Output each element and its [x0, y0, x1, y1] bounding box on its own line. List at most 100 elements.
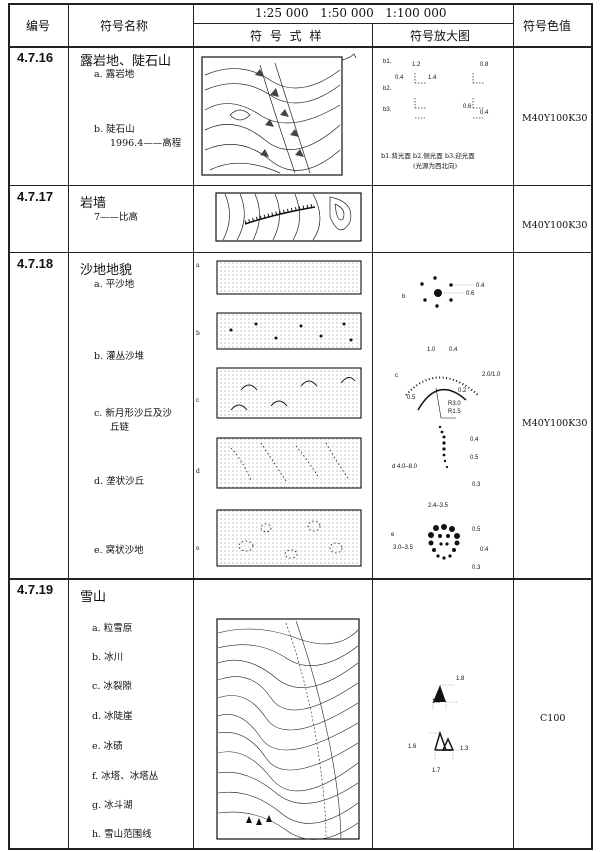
sample-letter: b	[196, 330, 200, 337]
table-border-top	[8, 3, 593, 5]
row-title: 雪山	[80, 590, 107, 605]
col-divider	[68, 3, 69, 850]
color-value: C100	[540, 713, 566, 724]
enlarged-label: b	[402, 294, 406, 300]
row-number: 4.7.19	[17, 582, 54, 597]
row-item: f. 冰塔、冰塔丛	[92, 771, 159, 782]
header-scales: 1:25 000 1:50 000 1:100 000	[255, 6, 447, 20]
enlarged-label: R3.0	[448, 401, 461, 407]
enlarged-label: 0.4	[449, 347, 458, 353]
rock-outcrop-sample-map	[201, 53, 357, 176]
enlarged-label: 1.6	[408, 744, 417, 750]
snow-enlarged-symbols	[430, 684, 461, 760]
enlarged-label: e	[391, 532, 395, 538]
rock-enlarged-symbols	[414, 73, 485, 119]
header-enlarged: 符号放大图	[410, 29, 471, 43]
row-item: a. 露岩地	[94, 69, 135, 80]
enlarged-label: 3.0–3.5	[393, 545, 414, 551]
enlarged-label: 0.5	[472, 527, 481, 533]
header-color: 符号色值	[523, 19, 572, 33]
table-border-bottom	[8, 848, 593, 850]
enlarged-label: 0.4	[480, 547, 489, 553]
sand-enlarged-symbols	[405, 276, 479, 560]
row-number: 4.7.17	[17, 189, 54, 204]
row-title: 露岩地、陡石山	[80, 54, 172, 69]
row-item: a. 平沙地	[94, 279, 135, 290]
row-divider	[8, 46, 593, 48]
table-border-right	[591, 3, 593, 850]
header-sample: 符 号 式 样	[250, 29, 324, 43]
enlarged-note: (光源为西北向)	[413, 162, 458, 170]
ridge-dune-sample	[216, 437, 362, 489]
row-divider	[8, 578, 593, 580]
row-item: b. 灌丛沙堆	[94, 351, 145, 362]
col-divider	[513, 3, 514, 850]
enlarged-label: 0.4	[470, 437, 479, 443]
enlarged-label: d 4.0–8.0	[392, 464, 418, 470]
shrub-sand-mound-sample	[216, 312, 362, 350]
row-item: d. 冰陡崖	[92, 711, 133, 722]
enlarged-label: 0.5	[407, 395, 416, 401]
row-title: 岩墙	[80, 196, 107, 211]
row-item: c. 冰裂隙	[92, 681, 132, 692]
row-item: 7——比高	[94, 212, 139, 223]
sand-landform-samples	[216, 260, 362, 567]
row-number: 4.7.18	[17, 256, 54, 271]
enlarged-label: 0.3	[472, 565, 481, 571]
col-divider	[193, 3, 194, 850]
row-title: 沙地地貌	[80, 263, 133, 278]
row-item: b. 冰川	[92, 652, 124, 663]
color-value: M40Y100K30	[522, 220, 588, 231]
enlarged-label: 1.0	[427, 347, 436, 353]
row-item: g. 冰斗湖	[92, 800, 133, 811]
row-item: e. 冰碛	[92, 741, 123, 752]
enlarged-label: 1.3	[460, 746, 469, 752]
enlarged-label: 1.8	[456, 676, 465, 682]
enlarged-label: b1.	[383, 59, 392, 65]
row-item: h. 雪山范围线	[92, 829, 152, 840]
enlarged-label: b2.	[383, 86, 392, 92]
col-divider	[372, 23, 373, 850]
sample-letter: d	[196, 468, 200, 475]
row-item: 丘链	[110, 422, 130, 433]
enlarged-label: 1.0	[432, 699, 441, 705]
row-item: b. 陡石山	[94, 124, 135, 135]
enlarged-label: c	[395, 373, 398, 379]
flat-sand-sample	[216, 260, 362, 295]
enlarged-label: 0.4	[395, 75, 404, 81]
row-divider	[8, 185, 593, 186]
honeycomb-sand-sample	[216, 509, 362, 567]
sample-letter: c	[196, 397, 200, 404]
enlarged-label: 1.2	[412, 62, 421, 68]
enlarged-label: 0.4	[476, 283, 485, 289]
rock-wall-sample-map	[215, 192, 362, 242]
enlarged-label: b3.	[383, 107, 392, 113]
enlarged-label: 0.4	[480, 110, 489, 116]
row-divider	[193, 23, 513, 24]
snow-mountain-sample-map	[216, 618, 360, 840]
enlarged-label: 0.2	[458, 388, 467, 394]
enlarged-label: 1.7	[432, 768, 441, 774]
row-item: a. 粒雪原	[92, 623, 133, 634]
enlarged-label: 0.3	[472, 482, 481, 488]
enlarged-label: 0.6	[463, 104, 472, 110]
sample-letter: a	[196, 262, 200, 269]
row-number: 4.7.16	[17, 50, 54, 65]
enlarged-caption: b1.背光面 b2.侧光面 b3.迎光面	[381, 152, 475, 160]
enlarged-label: 0.6	[466, 291, 475, 297]
row-item: c. 新月形沙丘及沙	[94, 408, 172, 419]
header-number: 编号	[26, 19, 51, 33]
sample-letter: e	[196, 545, 200, 552]
crescent-dune-sample	[216, 367, 362, 419]
enlarged-label: 0.8	[480, 62, 489, 68]
enlarged-label: 0.5	[470, 455, 479, 461]
enlarged-label: 2.0/1.0	[482, 372, 501, 378]
header-name: 符号名称	[100, 19, 149, 33]
row-item: e. 窝状沙地	[94, 545, 144, 556]
enlarged-label: 1.4	[428, 75, 437, 81]
color-value: M40Y100K30	[522, 113, 588, 124]
table-border-left	[8, 3, 10, 850]
enlarged-label: R1.5	[448, 409, 461, 415]
enlarged-label: 2.4–3.5	[428, 503, 449, 509]
